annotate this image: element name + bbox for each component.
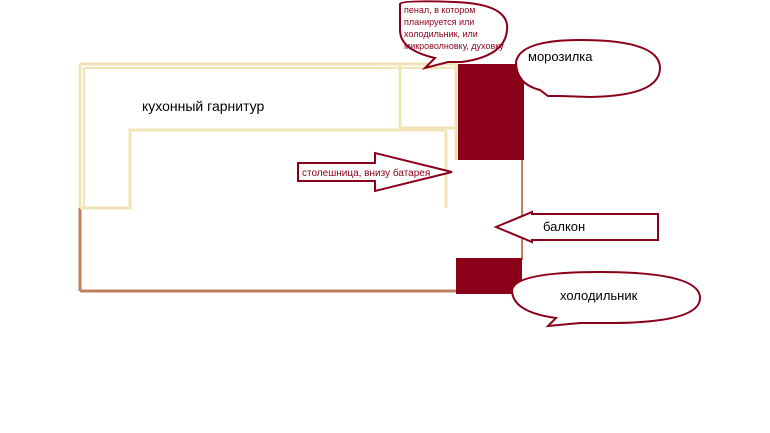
fridge-label: холодильник xyxy=(560,288,638,303)
countertop-arrow xyxy=(297,151,453,193)
kitchen-set-outline xyxy=(78,62,458,210)
freezer-label: морозилка xyxy=(528,49,593,64)
countertop-label: столешница, внизу батарея xyxy=(302,167,430,179)
set-inner-step xyxy=(80,128,446,210)
fridge-bubble xyxy=(510,270,702,328)
pencil-case-label: пенал, в котором планируется или холодил… xyxy=(404,5,504,51)
room-walls xyxy=(78,160,523,293)
pencil-case-line-4: микроволновку, духовку xyxy=(404,41,504,51)
pencil-case-line-1: пенал, в котором xyxy=(404,5,475,15)
kitchen-set-label: кухонный гарнитур xyxy=(142,98,264,114)
fridge-block xyxy=(456,258,522,294)
balcony-arrow xyxy=(493,210,659,244)
freezer-bubble xyxy=(514,38,662,99)
pencil-case-bubble xyxy=(399,0,509,70)
freezer-block xyxy=(458,64,524,160)
balcony-label: балкон xyxy=(543,219,585,234)
countertop-label-clip: столешница, внизу батарея xyxy=(302,167,430,179)
pencil-case-line-2: планируется или xyxy=(404,17,474,27)
pencil-case-line-3: холодильник, или xyxy=(404,29,478,39)
